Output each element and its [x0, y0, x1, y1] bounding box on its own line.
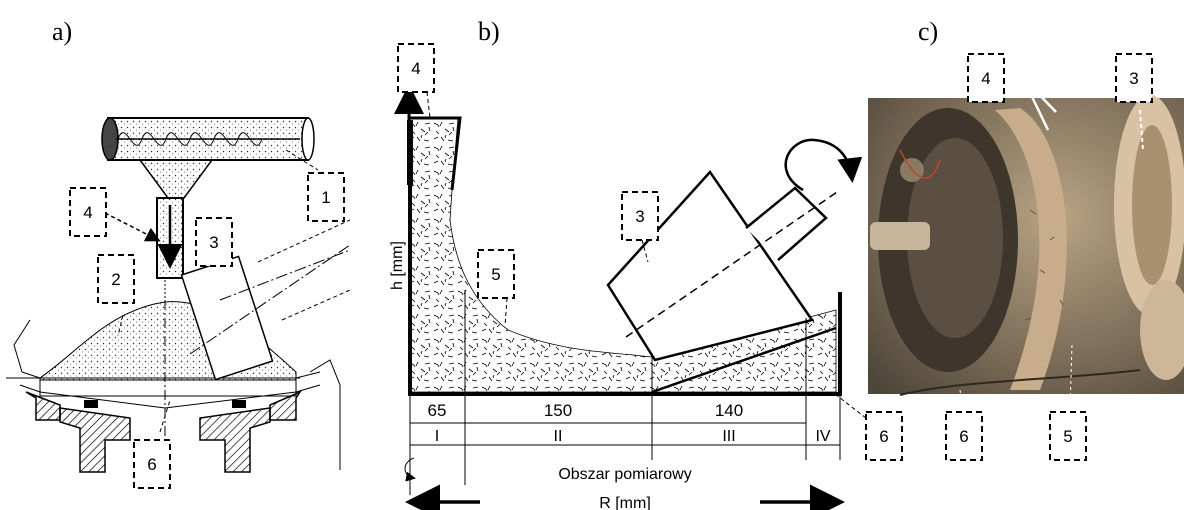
svg-text:5: 5: [491, 265, 500, 284]
zone-i: I: [435, 428, 439, 445]
y-axis-label: h [mm]: [389, 241, 406, 290]
zone-ii: II: [554, 428, 563, 445]
zone-iv: IV: [815, 428, 830, 445]
callout-b-6: 6: [865, 411, 903, 461]
panel-a-letter: a): [52, 17, 72, 46]
callout-a-4: 4: [69, 187, 107, 237]
svg-text:6: 6: [147, 455, 156, 474]
svg-text:5: 5: [1063, 427, 1072, 446]
rotor-tool: [606, 138, 863, 362]
svg-text:4: 4: [83, 203, 92, 222]
callout-c-6: 6: [945, 411, 983, 461]
photo: [868, 77, 1184, 411]
svg-text:3: 3: [209, 233, 218, 252]
svg-text:3: 3: [635, 207, 644, 226]
callout-a-6: 6: [133, 439, 171, 489]
screw-feeder: [101, 117, 315, 279]
svg-text:6: 6: [959, 427, 968, 446]
measure-area-label: Obszar pomiarowy: [558, 466, 691, 483]
dim-140: 140: [715, 401, 743, 420]
callout-a-3: 3: [195, 217, 233, 267]
svg-text:2: 2: [111, 270, 120, 289]
panel-a: a): [6, 17, 351, 489]
svg-text:4: 4: [411, 59, 420, 78]
panel-b-letter: b): [478, 17, 500, 46]
callout-a-1: 1: [307, 172, 345, 222]
panel-c-letter: c): [918, 17, 938, 46]
x-axis-label: R [mm]: [599, 495, 651, 510]
svg-text:1: 1: [321, 188, 330, 207]
dim-150: 150: [544, 401, 572, 420]
svg-text:6: 6: [879, 427, 888, 446]
callout-c-3: 3: [1115, 53, 1153, 103]
callout-b-3: 3: [621, 191, 659, 241]
callout-a-2: 2: [97, 254, 135, 304]
pan-pile: [6, 280, 341, 473]
panel-c: c) 4 3: [868, 17, 1184, 461]
callout-c-5: 5: [1049, 411, 1087, 461]
dim-65: 65: [428, 401, 447, 420]
rotation-icon: [404, 457, 416, 482]
panel-b: b) 65 150 140 I II II: [389, 17, 903, 510]
callout-b-5: 5: [477, 249, 515, 299]
zone-iii: III: [722, 428, 735, 445]
callout-b-4: 4: [397, 43, 435, 93]
svg-text:3: 3: [1129, 69, 1138, 88]
svg-text:4: 4: [981, 69, 990, 88]
container: [408, 120, 842, 396]
material-profile: [409, 117, 837, 393]
callout-c-4: 4: [967, 53, 1005, 103]
